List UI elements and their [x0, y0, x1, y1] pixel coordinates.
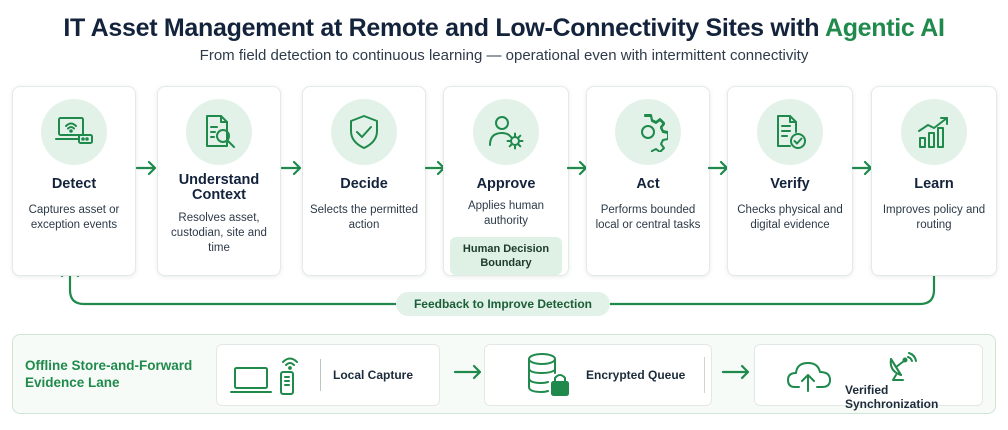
divider	[704, 357, 705, 393]
laptop-phone-wifi-icon	[230, 357, 298, 395]
step-title: Detect	[51, 176, 97, 192]
step-title: Decide	[340, 176, 388, 192]
offline-evidence-lane: Offline Store-and-Forward Evidence Lane …	[12, 334, 996, 414]
lane-item-label: Local Capture	[333, 368, 414, 382]
step-card-act: Act Performs bounded local or central ta…	[586, 86, 710, 276]
page-subtitle: From field detection to continuous learn…	[199, 47, 809, 64]
page-title: IT Asset Management at Remote and Low-Co…	[0, 14, 1008, 43]
feedback-label: Feedback to Improve Detection	[396, 292, 610, 316]
database-lock-icon	[528, 353, 569, 396]
step-title: Act	[636, 176, 660, 192]
satellite-dish-icon	[889, 352, 917, 381]
divider	[320, 359, 321, 391]
step-title: Learn	[914, 176, 954, 192]
flow-arrow	[136, 160, 157, 176]
step-card-decide: Decide Selects the permitted action	[302, 86, 426, 276]
lane-item-local-capture: Local Capture	[216, 344, 440, 406]
person-gear-icon	[473, 99, 539, 165]
step-card-learn: Learn Improves policy and routing	[871, 86, 997, 276]
step-description: Resolves asset, custodian, site and time	[171, 212, 267, 254]
step-card-approve: Approve Applies human authority Human De…	[443, 86, 569, 276]
title-main: IT Asset Management at Remote and Low-Co…	[63, 14, 820, 42]
lane-item-label: Encrypted Queue	[586, 368, 686, 382]
human-decision-boundary-badge: Human Decision Boundary	[450, 237, 562, 275]
step-description: Selects the permitted action	[309, 204, 419, 231]
step-description: Checks physical and digital evidence	[737, 204, 843, 231]
bar-chart-up-icon	[901, 99, 967, 165]
shield-check-icon	[331, 99, 397, 165]
lane-item-label: Verified Synchronization	[845, 383, 939, 411]
lane-item-encrypted-queue: Encrypted Queue	[484, 344, 712, 406]
step-card-verify: Verify Checks physical and digital evide…	[727, 86, 853, 276]
step-description: Applies human authority	[467, 200, 545, 227]
step-title: Verify	[770, 176, 810, 192]
lane-title: Offline Store-and-Forward Evidence Lane	[25, 358, 193, 390]
lane-arrow	[453, 364, 482, 380]
lane-arrow	[721, 364, 750, 380]
step-description: Captures asset or exception events	[28, 204, 120, 231]
gear-icon	[615, 99, 681, 165]
cloud-upload-icon	[787, 362, 831, 392]
laptop-wifi-icon	[41, 99, 107, 165]
step-title: Approve	[476, 176, 536, 192]
flow-arrow	[281, 160, 302, 176]
document-check-icon	[757, 99, 823, 165]
title-accent: Agentic AI	[824, 14, 945, 42]
lane-item-verified-synchronization: Verified Synchronization	[754, 344, 983, 411]
step-card-detect: Detect Captures asset or exception event…	[12, 86, 136, 276]
step-description: Performs bounded local or central tasks	[595, 204, 701, 231]
document-search-icon	[186, 99, 252, 165]
step-description: Improves policy and routing	[882, 204, 986, 231]
